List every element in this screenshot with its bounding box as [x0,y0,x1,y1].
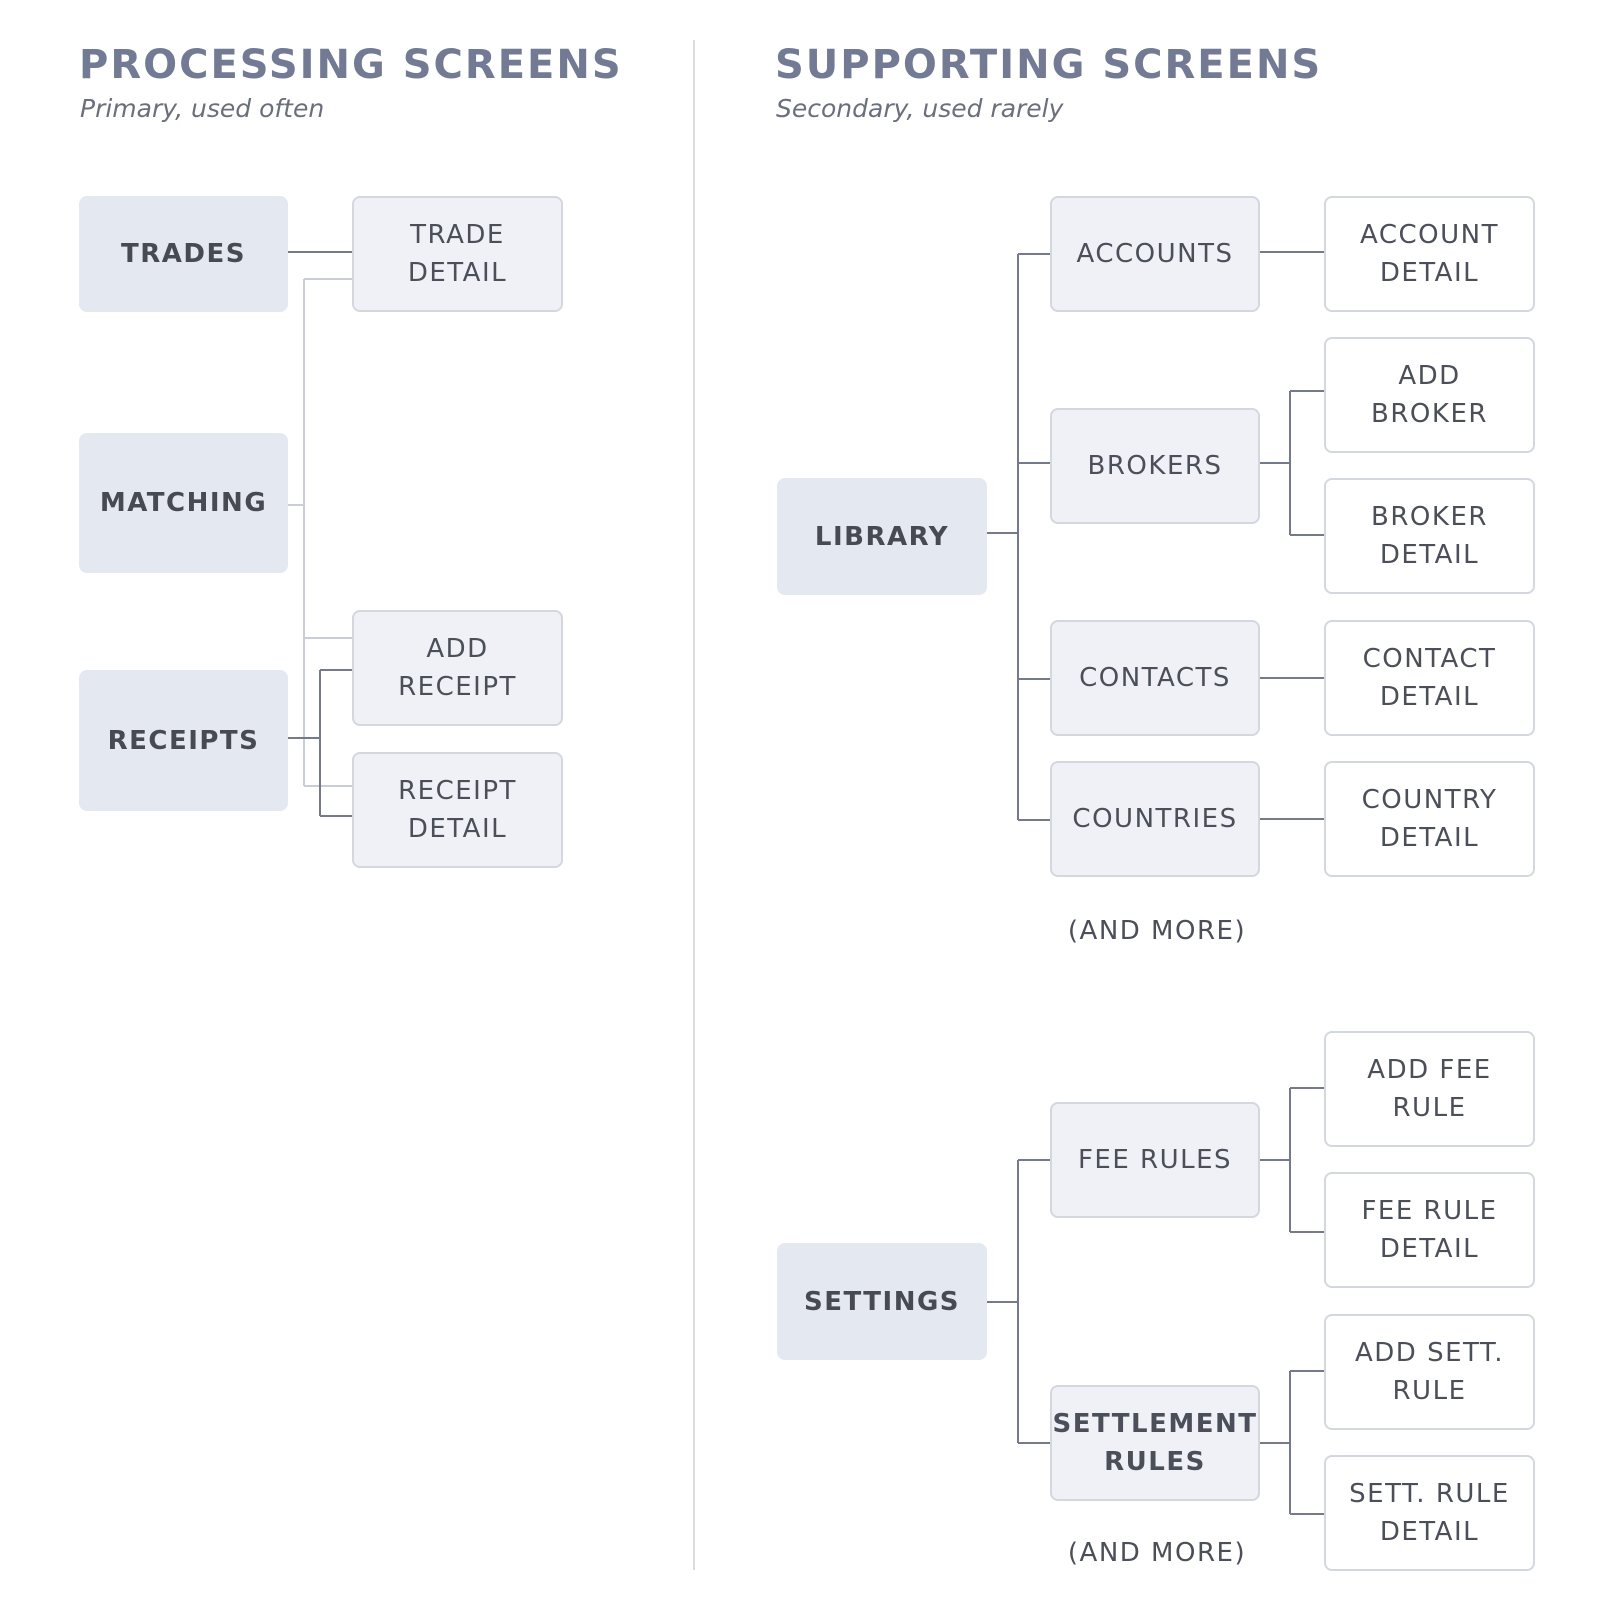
settings-more-label: (AND MORE) [1067,1538,1247,1568]
node-add-receipt-line-2: RECEIPT [398,672,517,702]
node-add-fee-rule: ADD FEE RULE [1324,1031,1535,1147]
node-trades-label: TRADES [121,239,246,269]
node-fee-rules-label: FEE RULES [1077,1145,1233,1175]
node-trade-detail-line-1: TRADE [410,220,505,250]
node-receipts: RECEIPTS [79,670,288,811]
node-country-detail: COUNTRY DETAIL [1324,761,1535,877]
node-brokers: BROKERS [1050,408,1260,524]
node-broker-detail-line-1: BROKER [1371,502,1488,532]
node-matching: MATCHING [79,433,288,573]
node-account-detail: ACCOUNT DETAIL [1324,196,1535,312]
node-receipt-detail-line-1: RECEIPT [398,776,517,806]
node-add-receipt-line-1: ADD [426,634,489,664]
node-country-detail-line-2: DETAIL [1379,823,1480,853]
node-broker-detail: BROKER DETAIL [1324,478,1535,594]
node-add-receipt: ADD RECEIPT [352,610,563,726]
supporting-screens-subtitle: Secondary, used rarely [776,94,1064,123]
node-sett-rule-detail-line-2: DETAIL [1379,1517,1480,1547]
node-sett-rule-detail-line-1: SETT. RULE [1349,1479,1510,1509]
node-trade-detail: TRADE DETAIL [352,196,563,312]
node-library-label: LIBRARY [814,521,950,552]
node-settlement-rules: SETTLEMENT RULES [1050,1385,1260,1501]
node-settings-label: SETTINGS [803,1286,961,1317]
processing-screens-subtitle: Primary, used often [80,94,325,123]
node-receipt-detail-line-2: DETAIL [407,814,508,844]
node-contact-detail-line-1: CONTACT [1362,644,1497,674]
node-matching-label: MATCHING [99,488,268,518]
processing-direct-connectors [288,251,352,817]
node-settlement-rules-line-2: RULES [1104,1447,1206,1477]
node-library: LIBRARY [777,478,987,595]
supporting-connectors [985,251,1324,1515]
node-accounts-label: ACCOUNTS [1076,239,1234,269]
node-account-detail-line-1: ACCOUNT [1360,220,1499,250]
node-contacts-label: CONTACTS [1079,663,1231,693]
node-country-detail-line-1: COUNTRY [1361,785,1498,815]
node-receipts-label: RECEIPTS [107,725,260,756]
node-add-broker-line-2: BROKER [1371,399,1488,429]
node-sett-rule-detail: SETT. RULE DETAIL [1324,1455,1535,1571]
node-contacts: CONTACTS [1050,620,1260,736]
node-receipt-detail: RECEIPT DETAIL [352,752,563,868]
node-countries: COUNTRIES [1050,761,1260,877]
node-fee-rule-detail-line-1: FEE RULE [1361,1196,1498,1226]
node-accounts: ACCOUNTS [1050,196,1260,312]
node-add-broker: ADD BROKER [1324,337,1535,453]
node-add-fee-rule-line-1: ADD FEE [1367,1055,1492,1085]
node-brokers-label: BROKERS [1087,451,1223,481]
node-trades: TRADES [79,196,288,312]
node-fee-rule-detail: FEE RULE DETAIL [1324,1172,1535,1288]
node-add-sett-rule-line-1: ADD SETT. [1354,1338,1504,1368]
node-contact-detail: CONTACT DETAIL [1324,620,1535,736]
node-fee-rule-detail-line-2: DETAIL [1379,1234,1480,1264]
supporting-screens-title: SUPPORTING SCREENS [775,42,1323,88]
node-broker-detail-line-2: DETAIL [1379,540,1480,570]
node-add-broker-line-1: ADD [1398,361,1461,391]
section-divider [693,40,695,1570]
library-more-label: (AND MORE) [1067,916,1247,946]
node-contact-detail-line-2: DETAIL [1379,682,1480,712]
node-countries-label: COUNTRIES [1072,804,1238,834]
node-add-fee-rule-line-2: RULE [1392,1093,1467,1123]
node-account-detail-line-2: DETAIL [1379,258,1480,288]
node-add-sett-rule: ADD SETT. RULE [1324,1314,1535,1430]
processing-shared-connectors [288,278,352,787]
node-add-sett-rule-line-2: RULE [1392,1376,1467,1406]
node-settlement-rules-line-1: SETTLEMENT [1052,1409,1258,1439]
node-fee-rules: FEE RULES [1050,1102,1260,1218]
processing-screens-title: PROCESSING SCREENS [79,42,623,88]
node-settings: SETTINGS [777,1243,987,1360]
node-trade-detail-line-2: DETAIL [407,258,508,288]
